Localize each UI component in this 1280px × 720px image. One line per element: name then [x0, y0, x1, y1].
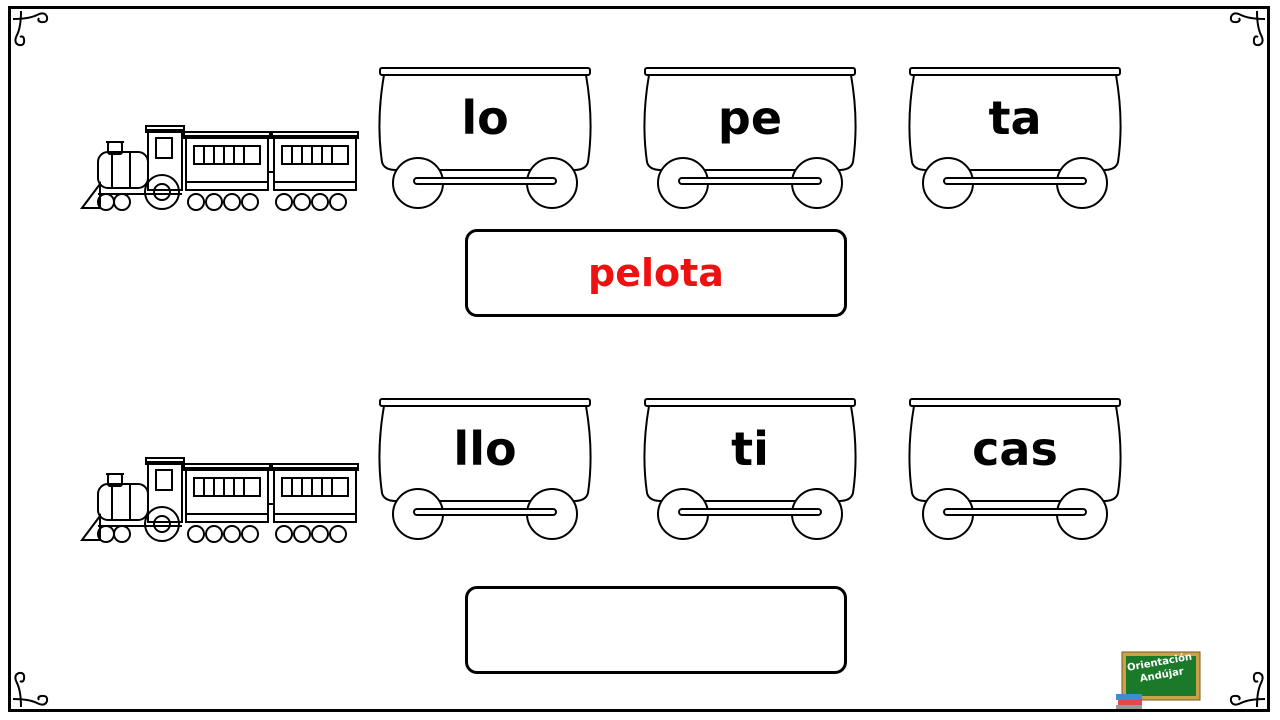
wagon-syllable-2[interactable]: pe	[641, 66, 859, 211]
orientacion-andujar-logo: Orientación Andújar	[1116, 650, 1202, 710]
corner-ornament-icon	[1227, 669, 1267, 709]
corner-ornament-icon	[11, 9, 51, 49]
locomotive-icon	[80, 454, 360, 544]
chalkboard-icon	[1116, 651, 1201, 709]
wagon-syllable-3[interactable]: cas	[906, 397, 1124, 542]
wagon-icon	[378, 398, 592, 540]
locomotive-icon	[80, 122, 360, 212]
syllable-label: cas	[972, 422, 1058, 476]
wagon-icon	[643, 398, 857, 540]
wagon-icon	[643, 67, 857, 209]
syllable-label: llo	[453, 422, 517, 476]
answer-box-1[interactable]: pelota	[465, 229, 847, 317]
answer-box-2[interactable]	[465, 586, 847, 674]
wagon-syllable-1[interactable]: lo	[376, 66, 594, 211]
syllable-label: pe	[717, 91, 783, 145]
answer-word: pelota	[588, 251, 724, 295]
wagon-icon	[908, 398, 1122, 540]
wagon-icon	[378, 67, 592, 209]
syllable-label: ti	[731, 422, 769, 476]
syllable-label: ta	[988, 91, 1042, 145]
syllable-label: lo	[461, 91, 509, 145]
wagon-syllable-3[interactable]: ta	[906, 66, 1124, 211]
corner-ornament-icon	[11, 669, 51, 709]
corner-ornament-icon	[1227, 9, 1267, 49]
wagon-syllable-2[interactable]: ti	[641, 397, 859, 542]
wagon-syllable-1[interactable]: llo	[376, 397, 594, 542]
wagon-icon	[908, 67, 1122, 209]
